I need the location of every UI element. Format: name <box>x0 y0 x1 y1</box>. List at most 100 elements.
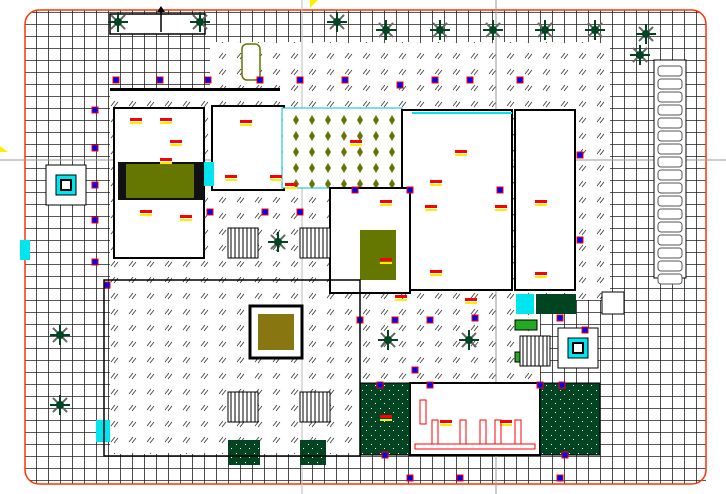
label-marker <box>225 179 237 181</box>
axis-marker-left <box>0 146 8 152</box>
lawn-1 <box>514 319 538 331</box>
column-marker-icon <box>341 76 349 84</box>
car-icon <box>657 65 683 77</box>
tree-icon <box>196 18 204 26</box>
tree-icon <box>591 26 599 34</box>
column-marker-icon <box>576 236 584 244</box>
label-marker <box>380 262 392 264</box>
fountain-icon <box>60 179 72 191</box>
column-marker-icon <box>91 258 99 266</box>
column-marker-icon <box>396 81 404 89</box>
column-marker-icon <box>406 186 414 194</box>
furniture <box>495 205 507 208</box>
furniture <box>380 415 392 418</box>
label-marker <box>500 424 512 426</box>
tree-icon <box>642 30 650 38</box>
furniture <box>465 298 477 301</box>
courtyard-shrub-garden <box>281 107 403 189</box>
tree-icon <box>465 336 473 344</box>
column-marker-icon <box>91 181 99 189</box>
fountain-icon <box>572 342 584 354</box>
column-marker-icon <box>466 76 474 84</box>
column-marker-icon <box>381 451 389 459</box>
buildings <box>109 13 576 456</box>
column-marker-icon <box>536 381 544 389</box>
furniture <box>240 120 252 123</box>
label-marker <box>160 122 172 124</box>
column-marker-icon <box>576 151 584 159</box>
planter-se <box>539 382 601 456</box>
tree-icon <box>436 26 444 34</box>
tree-icon <box>636 51 644 59</box>
furniture <box>430 270 442 273</box>
building-central <box>401 109 513 291</box>
furniture <box>225 175 237 178</box>
car-icon <box>657 169 683 181</box>
tree-icon <box>541 26 549 34</box>
car-icon <box>657 260 683 272</box>
label-marker <box>350 144 362 146</box>
label-marker <box>465 302 477 304</box>
shrub-bed-east <box>536 294 576 314</box>
tree-icon <box>274 238 282 246</box>
furniture <box>160 118 172 121</box>
water-features <box>20 112 534 442</box>
label-marker <box>425 209 437 211</box>
furniture <box>130 118 142 121</box>
label-marker <box>535 276 547 278</box>
column-marker-icon <box>156 76 164 84</box>
kiosk <box>241 43 261 81</box>
car-icon <box>657 78 683 90</box>
tree-icon <box>382 26 390 34</box>
column-marker-icon <box>296 76 304 84</box>
column-marker-icon <box>256 76 264 84</box>
column-marker-icon <box>411 366 419 374</box>
label-marker <box>380 419 392 421</box>
column-marker-icon <box>456 474 464 482</box>
car-icon <box>657 156 683 168</box>
column-marker-icon <box>556 314 564 322</box>
column-marker-icon <box>91 216 99 224</box>
furniture <box>380 200 392 203</box>
car-icon <box>657 104 683 116</box>
furniture <box>535 200 547 203</box>
furniture <box>160 158 172 161</box>
label-marker <box>455 154 467 156</box>
seating-block <box>360 230 396 280</box>
entrance-gate <box>109 13 206 35</box>
furniture <box>425 205 437 208</box>
car-icon <box>657 221 683 233</box>
planter-small-2 <box>300 440 326 465</box>
column-marker-icon <box>261 208 269 216</box>
car-icon <box>657 117 683 129</box>
column-marker-icon <box>112 76 120 84</box>
label-marker <box>395 299 407 301</box>
tree-icon <box>114 18 122 26</box>
car-icon <box>657 91 683 103</box>
column-marker-icon <box>516 76 524 84</box>
label-marker <box>495 209 507 211</box>
column-marker-icon <box>406 474 414 482</box>
car-icon <box>657 130 683 142</box>
car-icon <box>657 273 683 285</box>
furniture <box>395 295 407 298</box>
pavilion <box>258 314 294 350</box>
furniture <box>430 180 442 183</box>
walkway-edge <box>103 279 361 457</box>
car-icon <box>657 208 683 220</box>
car-icon <box>657 195 683 207</box>
column-marker-icon <box>426 316 434 324</box>
stair-icon <box>601 291 625 315</box>
north-arrow-icon <box>157 6 165 12</box>
market-stall <box>419 399 427 425</box>
label-marker <box>440 424 452 426</box>
label-marker <box>240 124 252 126</box>
column-marker-icon <box>561 451 569 459</box>
column-marker-icon <box>391 316 399 324</box>
label-marker <box>380 204 392 206</box>
column-marker-icon <box>376 381 384 389</box>
label-marker <box>180 219 192 221</box>
column-marker-icon <box>91 106 99 114</box>
tree-icon <box>56 331 64 339</box>
column-marker-icon <box>581 326 589 334</box>
